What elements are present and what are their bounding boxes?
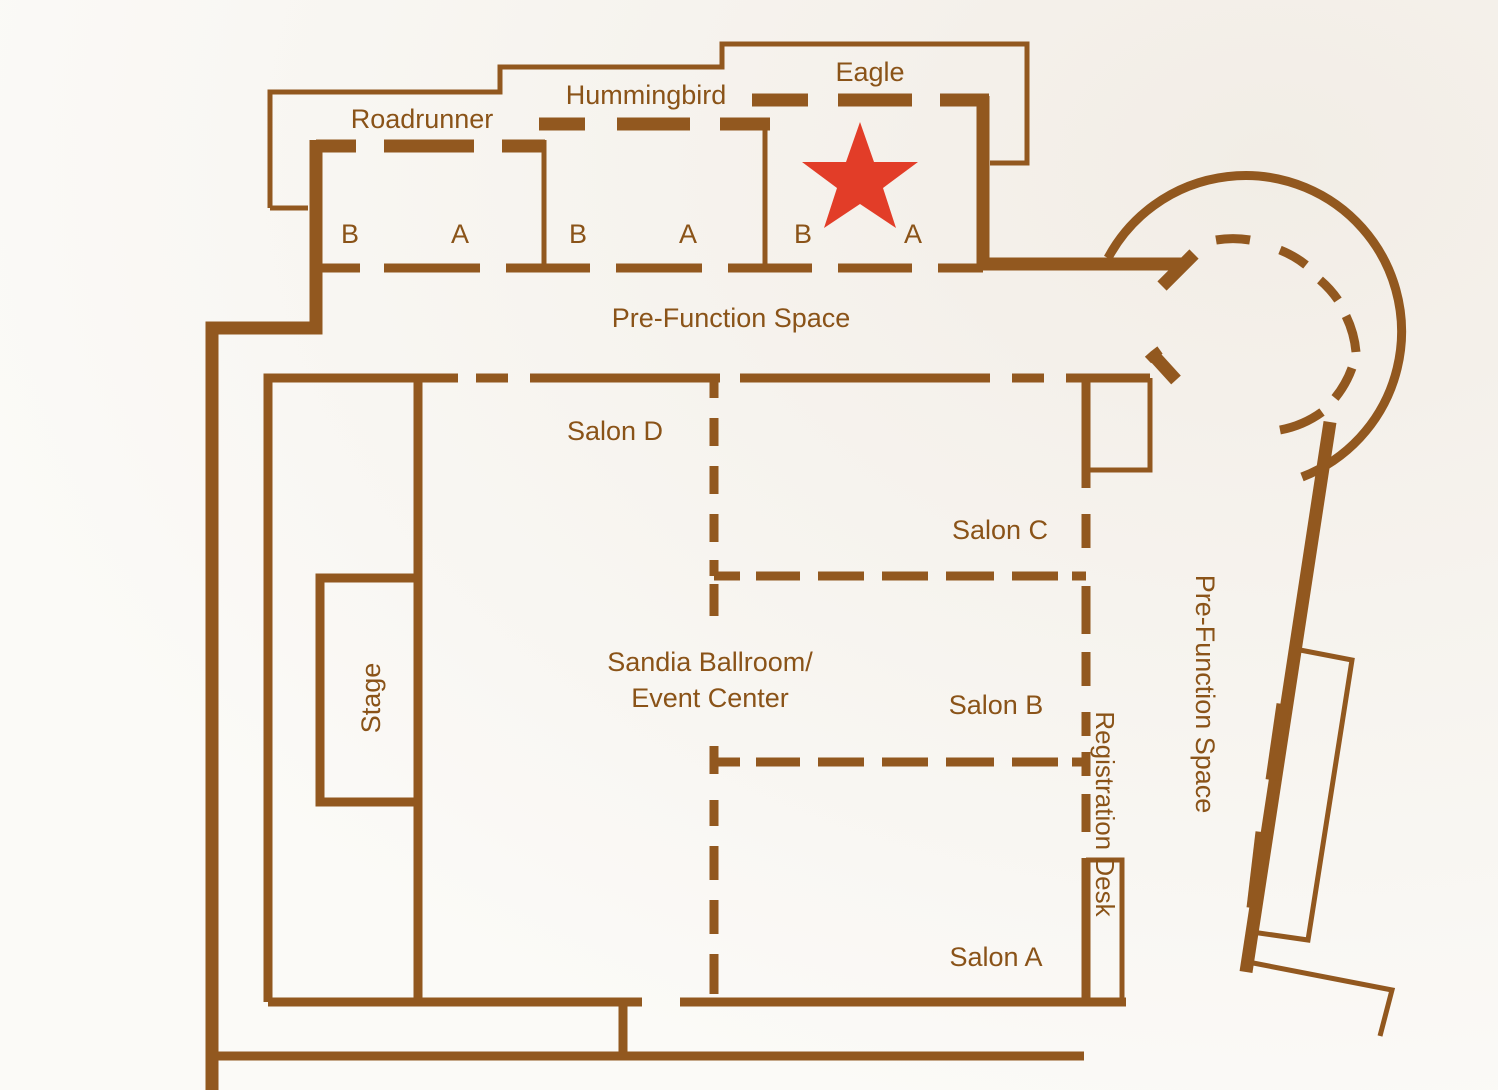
ballroom-label-line2: Event Center	[631, 683, 789, 713]
section-label-hummingbird-b: B	[569, 219, 587, 249]
registration-desk-label: Registration Desk	[1090, 711, 1120, 917]
room-label-eagle: Eagle	[835, 57, 904, 87]
meeting-room-walls	[316, 93, 990, 273]
prefunction-label-top: Pre-Function Space	[612, 303, 851, 333]
salon-b-label: Salon B	[949, 690, 1044, 720]
section-label-eagle-a: A	[904, 219, 922, 249]
ballroom-label-line1: Sandia Ballroom/	[607, 647, 813, 677]
star-icon	[802, 122, 918, 228]
salon-a-label: Salon A	[949, 942, 1042, 972]
rotunda-walls	[983, 171, 1407, 482]
outer-walls	[205, 41, 1084, 1090]
prefunction-label-right: Pre-Function Space	[1190, 575, 1220, 814]
section-label-eagle-b: B	[794, 219, 812, 249]
stage-label: Stage	[356, 663, 386, 734]
east-corridor-walls	[1239, 421, 1396, 1037]
room-label-roadrunner: Roadrunner	[351, 104, 494, 134]
section-label-hummingbird-a: A	[679, 219, 697, 249]
salon-c-label: Salon C	[952, 515, 1048, 545]
section-label-roadrunner-b: B	[341, 219, 359, 249]
room-label-hummingbird: Hummingbird	[566, 80, 727, 110]
ballroom-walls	[263, 373, 1153, 1056]
section-label-roadrunner-a: A	[451, 219, 469, 249]
salon-d-label: Salon D	[567, 416, 663, 446]
